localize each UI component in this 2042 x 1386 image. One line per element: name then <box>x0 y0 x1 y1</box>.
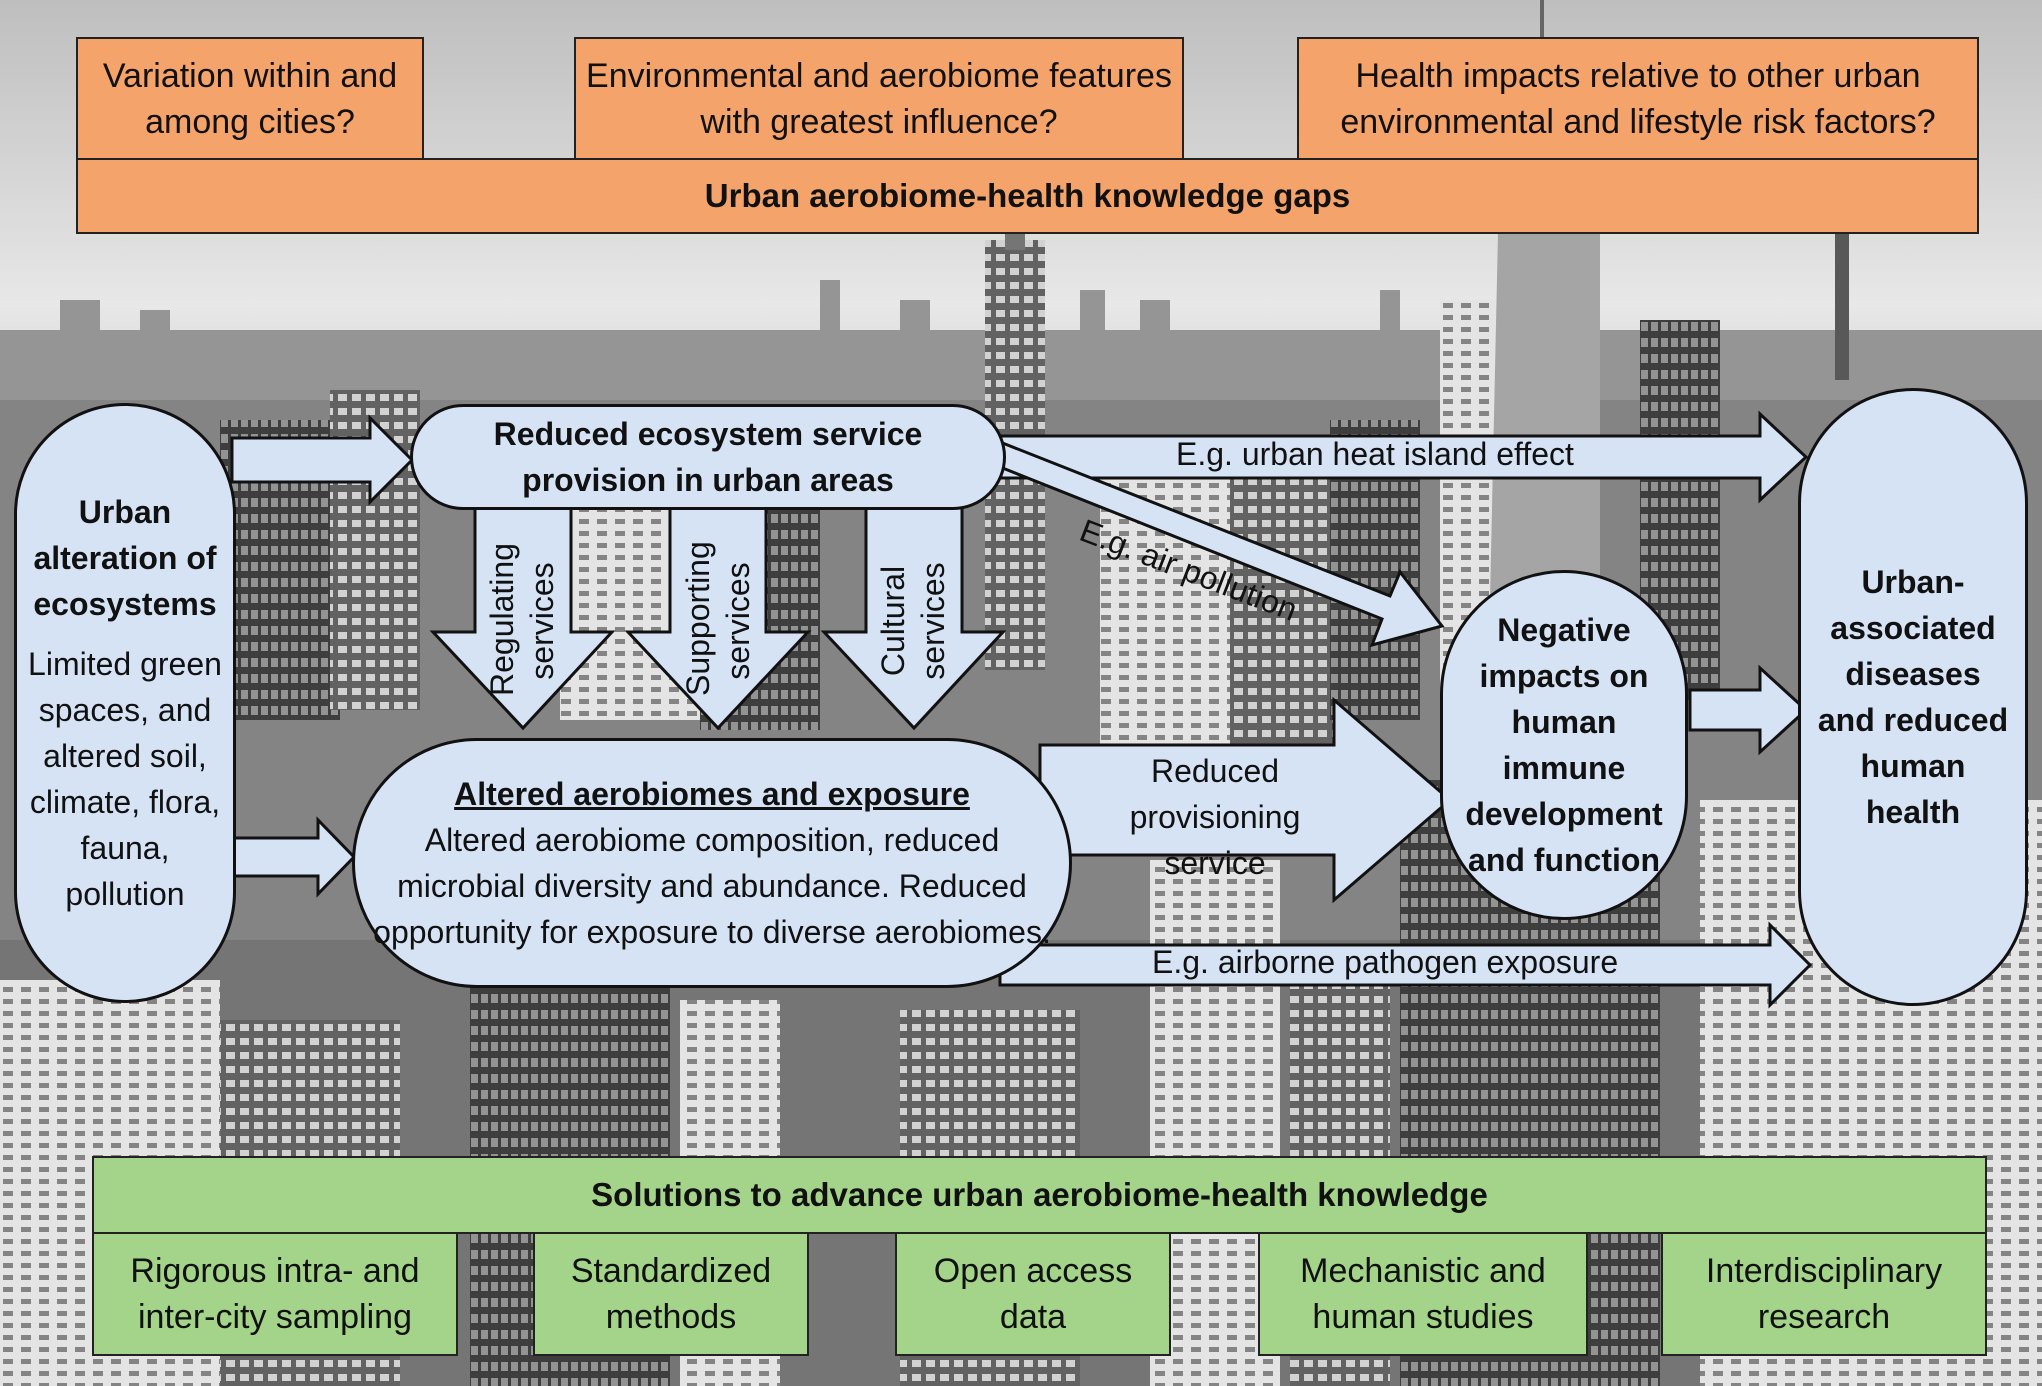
provisioning-label: Reduced provisioning service <box>1129 753 1301 881</box>
solution-item-4: Mechanistic and human studies <box>1258 1232 1588 1356</box>
solutions-header-text: Solutions to advance urban aerobiome-hea… <box>591 1176 1488 1213</box>
gap-question-3-text: Health impacts relative to other urban e… <box>1340 56 1936 141</box>
supporting-services-label: Supporting services <box>680 541 756 696</box>
gap-question-1-text: Variation within and among cities? <box>102 56 398 141</box>
regulating-services-label: Regulating services <box>484 543 560 696</box>
arrow-supporting <box>624 503 812 731</box>
solution-item-1: Rigorous intra- and inter-city sampling <box>92 1232 458 1356</box>
immune-impacts-box: Negative impacts on human immune develop… <box>1440 570 1688 920</box>
ecosystem-service-box: Reduced ecosystem service provision in u… <box>410 404 1006 510</box>
solution-item-2: Standardized methods <box>533 1232 809 1356</box>
urban-alteration-box: Urban alteration of ecosystems Limited g… <box>14 403 236 1003</box>
heat-island-label: E.g. urban heat island effect <box>1176 436 1574 472</box>
arrow-regulating <box>429 503 616 731</box>
aerobiome-box: Altered aerobiomes and exposure Altered … <box>352 738 1072 988</box>
solution-item-3: Open access data <box>895 1232 1171 1356</box>
arrow-air-pollution <box>987 440 1445 648</box>
gap-question-2-text: Environmental and aerobiome features wit… <box>586 56 1172 141</box>
arrow-immune-to-disease <box>1688 664 1809 756</box>
aerobiome-body: Altered aerobiome composition, reduced m… <box>373 822 1051 950</box>
solution-item-4-text: Mechanistic and human studies <box>1300 1252 1546 1336</box>
aerobiome-title: Altered aerobiomes and exposure <box>454 776 970 812</box>
disease-title: Urban-associated diseases and reduced hu… <box>1817 564 2009 830</box>
arrow-left-to-aerobiome <box>230 816 357 898</box>
arrow-pathogen <box>998 921 1813 1009</box>
solution-item-5: Interdisciplinary research <box>1661 1232 1987 1356</box>
urban-alteration-title: Urban alteration of ecosystems <box>33 494 217 622</box>
gap-question-2: Environmental and aerobiome features wit… <box>574 37 1184 160</box>
solution-item-3-text: Open access data <box>933 1252 1133 1336</box>
arrow-cultural <box>820 503 1007 731</box>
gaps-header: Urban aerobiome-health knowledge gaps <box>76 158 1979 234</box>
urban-alteration-body: Limited green spaces, and altered soil, … <box>28 646 222 912</box>
arrow-provisioning <box>1038 696 1453 904</box>
solutions-header: Solutions to advance urban aerobiome-hea… <box>92 1156 1987 1234</box>
gap-question-1: Variation within and among cities? <box>76 37 424 160</box>
solution-item-2-text: Standardized methods <box>570 1252 772 1336</box>
arrow-heat-island <box>998 410 1809 504</box>
disease-box: Urban-associated diseases and reduced hu… <box>1798 388 2028 1006</box>
cultural-services-label: Cultural services <box>875 562 951 680</box>
immune-impacts-title: Negative impacts on human immune develop… <box>1465 612 1663 878</box>
solution-item-5-text: Interdisciplinary research <box>1705 1252 1943 1336</box>
pathogen-label: E.g. airborne pathogen exposure <box>1152 944 1619 980</box>
gaps-header-text: Urban aerobiome-health knowledge gaps <box>704 177 1351 214</box>
gap-question-3: Health impacts relative to other urban e… <box>1297 37 1979 160</box>
ecosystem-service-title: Reduced ecosystem service provision in u… <box>493 416 923 498</box>
arrow-left-to-ecosystem <box>230 414 415 506</box>
solution-item-1-text: Rigorous intra- and inter-city sampling <box>130 1252 420 1336</box>
